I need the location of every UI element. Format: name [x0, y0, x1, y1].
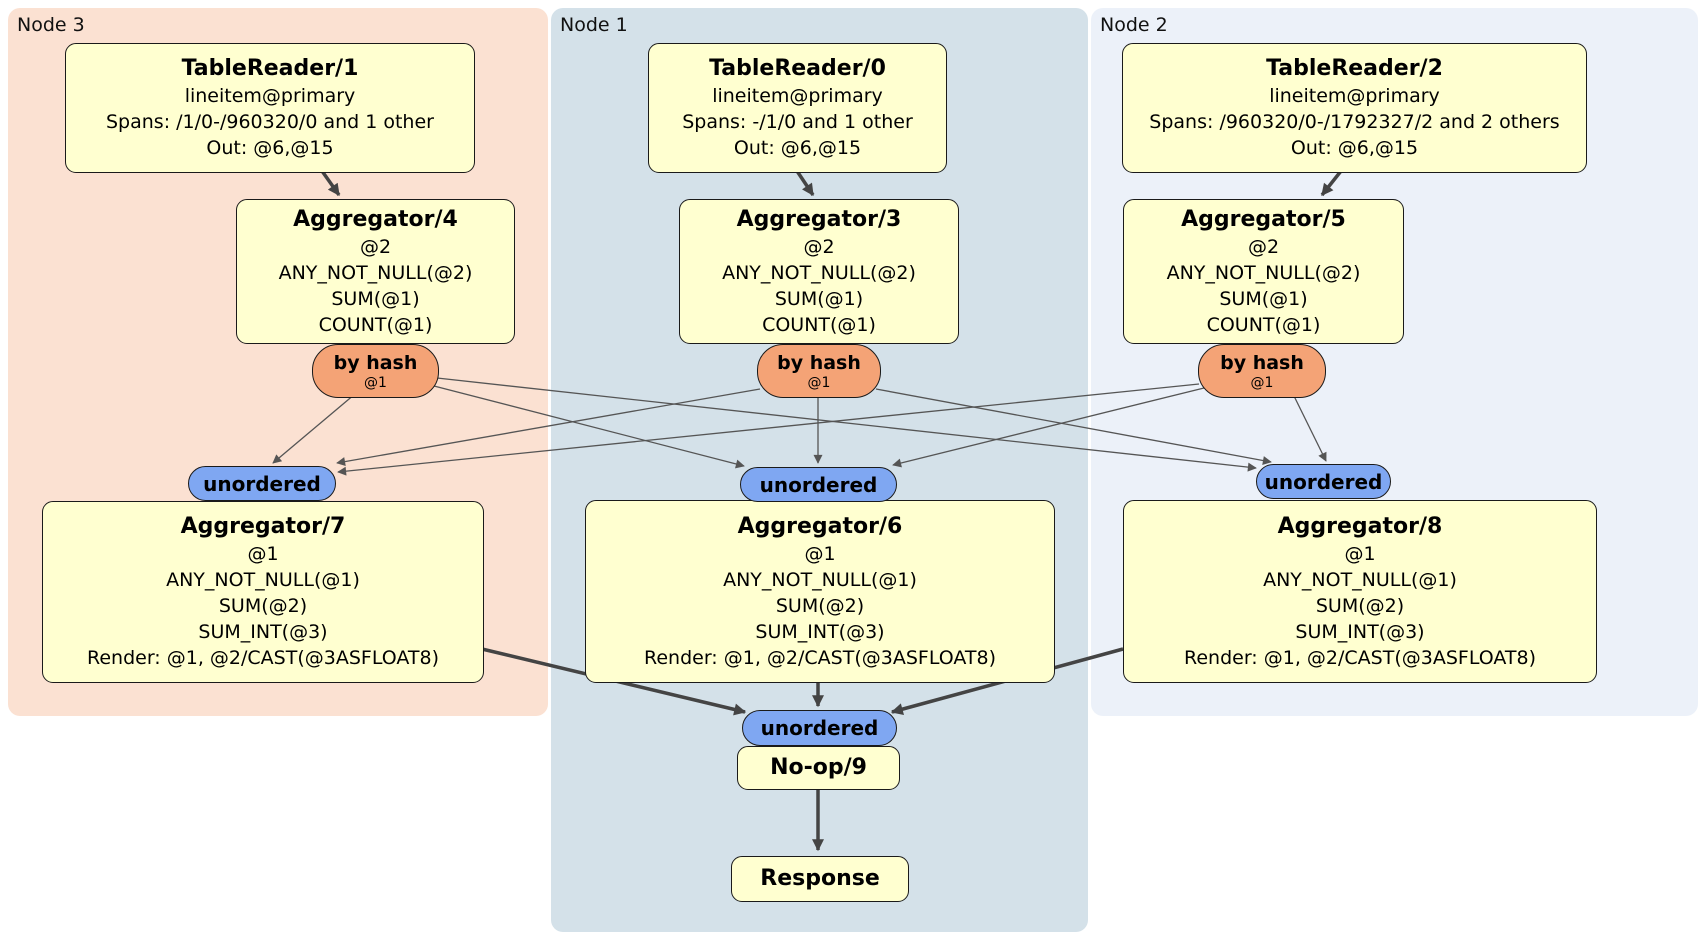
processor-line: Spans: /1/0-/960320/0 and 1 other [106, 111, 434, 133]
edge-b5-u6 [892, 387, 1205, 468]
edge-tr1-agg4 [320, 169, 341, 197]
processor-aggregator-6: Aggregator/6 @1 ANY_NOT_NULL(@1) SUM(@2)… [585, 500, 1055, 683]
processor-title: Aggregator/3 [736, 206, 902, 232]
processor-title: Response [760, 866, 880, 891]
processor-line: SUM(@1) [774, 287, 864, 310]
processor-line: COUNT(@1) [762, 313, 876, 336]
processor-line: COUNT(@1) [318, 313, 433, 336]
processor-title: TableReader/2 [1266, 56, 1443, 81]
processor-line: SUM_INT(@3) [755, 620, 885, 643]
edge-b4-u6 [433, 385, 745, 469]
edge-b3-u8 [875, 388, 1272, 465]
node2-label: Node 2 [1100, 14, 1168, 36]
processor-title: No-op/9 [770, 755, 867, 780]
processor-line: SUM(@2) [218, 595, 308, 617]
node1-label: Node 1 [560, 14, 628, 36]
edge-tr2-agg5 [1320, 169, 1343, 197]
router-title: by hash [777, 351, 861, 374]
processor-title: Aggregator/5 [1181, 206, 1346, 232]
processor-line: Render: @1, @2/CAST(@3ASFLOAT8) [644, 646, 996, 669]
processor-line: Spans: /960320/0-/1792327/2 and 2 others [1149, 111, 1560, 133]
edge-b4-u8 [436, 377, 1257, 472]
processor-line: @1 [804, 542, 836, 565]
sync-unordered-final: unordered [742, 710, 897, 746]
processor-line: Out: @6,@15 [1290, 137, 1419, 159]
edge-b4-u7 [272, 393, 356, 464]
processor-line: @2 [1247, 235, 1280, 258]
processor-line: SUM(@2) [775, 594, 865, 617]
processor-line: @2 [359, 235, 392, 258]
edge-b5-u7 [337, 383, 1200, 476]
router-by-hash-node3: by hash @1 [312, 344, 439, 398]
processor-tablereader-2: TableReader/2 lineitem@primary Spans: /9… [1122, 43, 1587, 173]
processor-line: @2 [803, 235, 835, 258]
processor-line: SUM_INT(@3) [198, 621, 328, 643]
router-sub: @1 [1250, 374, 1274, 391]
router-by-hash-node1: by hash @1 [757, 344, 881, 398]
processor-title: Aggregator/6 [737, 513, 903, 539]
processor-line: Out: @6,@15 [206, 137, 334, 159]
processor-line: Out: @6,@15 [733, 137, 862, 159]
processor-line: Spans: -/1/0 and 1 other [682, 111, 913, 133]
processor-tablereader-1: TableReader/1 lineitem@primary Spans: /1… [65, 43, 475, 173]
processor-line: Render: @1, @2/CAST(@3ASFLOAT8) [87, 647, 439, 669]
processor-aggregator-5: Aggregator/5 @2 ANY_NOT_NULL(@2) SUM(@1)… [1123, 199, 1404, 344]
processor-line: COUNT(@1) [1206, 313, 1321, 336]
edge-tr0-agg3 [795, 170, 815, 196]
router-title: by hash [1220, 351, 1304, 374]
edge-b5-u8 [1293, 395, 1327, 462]
sync-unordered-node3: unordered [188, 466, 336, 501]
router-title: by hash [333, 351, 418, 374]
processor-line: lineitem@primary [712, 85, 883, 107]
processor-title: TableReader/0 [709, 56, 886, 81]
processor-noop-9: No-op/9 [737, 746, 900, 790]
processor-line: ANY_NOT_NULL(@2) [1166, 261, 1361, 284]
processor-title: TableReader/1 [181, 56, 359, 81]
processor-aggregator-8: Aggregator/8 @1 ANY_NOT_NULL(@1) SUM(@2)… [1123, 500, 1597, 683]
router-sub: @1 [807, 374, 831, 391]
response-box: Response [731, 856, 909, 902]
processor-aggregator-7: Aggregator/7 @1 ANY_NOT_NULL(@1) SUM(@2)… [42, 501, 484, 683]
edge-b3-u7 [336, 388, 761, 467]
processor-line: ANY_NOT_NULL(@1) [723, 568, 917, 591]
router-sub: @1 [364, 374, 387, 391]
processor-line: Render: @1, @2/CAST(@3ASFLOAT8) [1184, 646, 1536, 669]
processor-title: Aggregator/8 [1277, 513, 1443, 539]
processor-line: SUM(@2) [1315, 594, 1405, 617]
processor-line: ANY_NOT_NULL(@1) [1263, 568, 1457, 591]
processor-line: SUM(@1) [1219, 287, 1308, 310]
processor-tablereader-0: TableReader/0 lineitem@primary Spans: -/… [648, 43, 947, 173]
processor-line: ANY_NOT_NULL(@2) [278, 261, 473, 284]
processor-line: @1 [1344, 542, 1376, 565]
processor-aggregator-3: Aggregator/3 @2 ANY_NOT_NULL(@2) SUM(@1)… [679, 199, 959, 344]
processor-title: Aggregator/4 [293, 206, 458, 232]
processor-line: SUM_INT(@3) [1295, 620, 1425, 643]
processor-line: SUM(@1) [331, 287, 420, 310]
processor-line: ANY_NOT_NULL(@2) [722, 261, 916, 284]
processor-line: lineitem@primary [184, 85, 356, 107]
processor-line: @1 [247, 543, 279, 565]
processor-title: Aggregator/7 [180, 514, 346, 539]
sync-unordered-node2: unordered [1256, 464, 1391, 499]
sync-unordered-node1: unordered [740, 467, 897, 502]
processor-line: ANY_NOT_NULL(@1) [166, 569, 360, 591]
processor-aggregator-4: Aggregator/4 @2 ANY_NOT_NULL(@2) SUM(@1)… [236, 199, 515, 344]
processor-line: lineitem@primary [1269, 85, 1440, 107]
router-by-hash-node2: by hash @1 [1198, 344, 1326, 398]
router-edges [272, 377, 1327, 476]
node3-label: Node 3 [17, 14, 85, 36]
